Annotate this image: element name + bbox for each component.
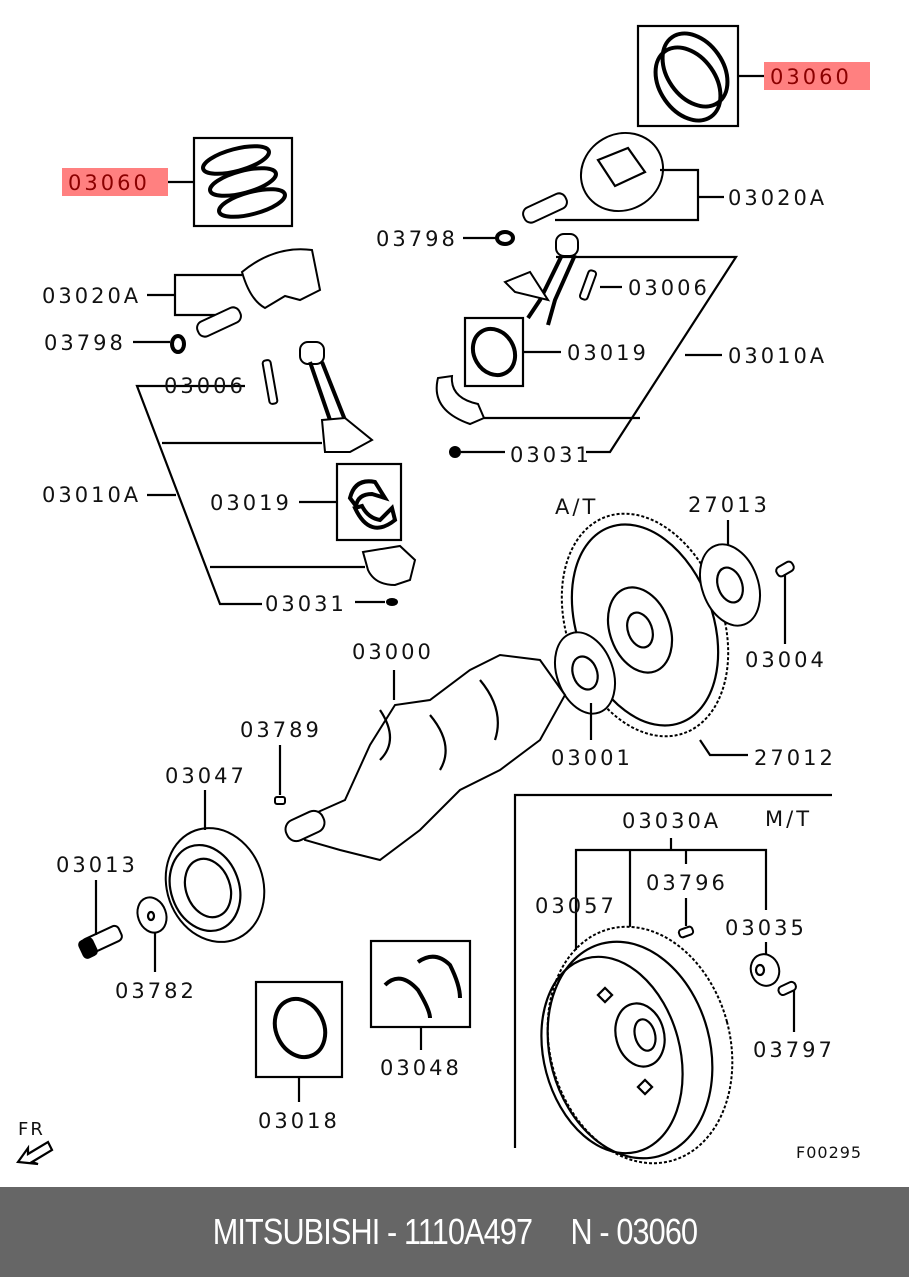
callout-03000[interactable]: 03000 <box>352 640 434 664</box>
callout-03001[interactable]: 03001 <box>551 746 633 770</box>
piston-rings-box <box>192 136 294 228</box>
conrod-cap-right[interactable] <box>435 374 640 458</box>
snap-ring-icon <box>170 334 186 354</box>
flywheel-bolt[interactable] <box>777 980 797 1032</box>
dowel-pin[interactable] <box>677 898 695 939</box>
footer-caption: MITSUBISHI - 1110A497 N - 03060 <box>212 1211 697 1252</box>
callout-label: 03060 <box>68 171 150 195</box>
callout-03018[interactable]: 03018 <box>258 1109 340 1133</box>
callout-03798-left[interactable]: 03798 <box>44 331 126 355</box>
callout-03782[interactable]: 03782 <box>115 979 197 1003</box>
conrod-bearing-left[interactable] <box>299 462 403 542</box>
parts-diagram: 03060 03060 03020A 03798 03006 03010A <box>16 21 870 1184</box>
callout-03031-left[interactable]: 03031 <box>265 592 347 616</box>
callout-label: 03060 <box>770 65 852 89</box>
main-bearing[interactable] <box>254 980 344 1102</box>
piston-pin <box>522 192 568 224</box>
callout-03798-right[interactable]: 03798 <box>376 227 458 251</box>
conrod-bolt <box>261 359 279 405</box>
callout-03010A-left[interactable]: 03010A <box>42 483 141 507</box>
piston-left[interactable] <box>133 248 322 354</box>
callout-03048[interactable]: 03048 <box>380 1056 462 1080</box>
section-label-at: A/T <box>555 495 598 519</box>
callout-03030A[interactable]: 03030A <box>622 809 721 833</box>
ring-icon <box>653 45 723 123</box>
callout-03020A-left[interactable]: 03020A <box>42 284 141 308</box>
piston-rings-right[interactable] <box>636 21 764 133</box>
conrod-nut <box>386 598 398 606</box>
drive-plate-adapter[interactable] <box>689 520 770 634</box>
crankshaft[interactable] <box>282 653 567 862</box>
drive-plate[interactable] <box>532 490 757 759</box>
figure-code: F00295 <box>796 1143 862 1162</box>
piston-right[interactable] <box>463 118 724 246</box>
callout-03035[interactable]: 03035 <box>725 916 807 940</box>
callout-03797[interactable]: 03797 <box>753 1038 835 1062</box>
drive-plate-bolt[interactable] <box>775 560 796 644</box>
callout-03060-left[interactable]: 03060 <box>62 168 168 196</box>
conrod-left[interactable] <box>135 341 374 606</box>
callout-03796[interactable]: 03796 <box>646 871 728 895</box>
callout-03006-right[interactable]: 03006 <box>628 276 710 300</box>
callout-03047[interactable]: 03047 <box>165 764 247 788</box>
callout-03057[interactable]: 03057 <box>535 894 617 918</box>
piston-rings-left[interactable] <box>160 136 294 228</box>
pulley-bolt[interactable] <box>77 880 124 960</box>
conrod-nut <box>449 446 461 458</box>
front-direction-indicator: FR <box>16 1119 54 1166</box>
callout-03019-left[interactable]: 03019 <box>210 491 292 515</box>
snap-ring-icon <box>495 230 515 246</box>
callout-27012[interactable]: 27012 <box>754 746 836 770</box>
highlight-badge <box>62 168 168 196</box>
callout-03789[interactable]: 03789 <box>240 718 322 742</box>
callout-03020A-right[interactable]: 03020A <box>728 186 827 210</box>
woodruff-key[interactable] <box>274 745 286 805</box>
callout-03060-right[interactable]: 03060 <box>764 62 870 90</box>
front-label: FR <box>18 1119 45 1140</box>
callout-27013[interactable]: 27013 <box>688 493 770 517</box>
piston-rings-box <box>636 24 740 128</box>
ring-icon <box>660 31 730 109</box>
callout-03031-right[interactable]: 03031 <box>510 443 592 467</box>
damper-pulley[interactable] <box>150 790 280 956</box>
callout-03006-left[interactable]: 03006 <box>164 374 246 398</box>
ring-icon <box>217 187 287 219</box>
piston-pin <box>196 306 242 338</box>
callout-03010A-right[interactable]: 03010A <box>728 344 827 368</box>
pilot-bearing[interactable] <box>746 942 783 990</box>
flywheel[interactable] <box>520 906 758 1184</box>
adapter-plate[interactable] <box>544 624 625 740</box>
section-label-mt: M/T <box>765 807 812 831</box>
callout-03013[interactable]: 03013 <box>56 853 138 877</box>
footer-bar: MITSUBISHI - 1110A497 N - 03060 <box>0 1187 909 1277</box>
callout-03004[interactable]: 03004 <box>745 648 827 672</box>
conrod-bearing-right[interactable] <box>463 316 561 388</box>
front-arrow-icon <box>16 1140 54 1166</box>
highlight-badge <box>764 62 870 90</box>
mt-section-frame <box>513 793 832 1148</box>
thrust-bearing[interactable] <box>369 939 472 1050</box>
conrod-bolt <box>578 269 598 301</box>
callout-03019-right[interactable]: 03019 <box>567 341 649 365</box>
washer[interactable] <box>133 893 172 972</box>
conrod-right[interactable] <box>503 233 739 454</box>
conrod-cap-left[interactable] <box>355 544 417 606</box>
